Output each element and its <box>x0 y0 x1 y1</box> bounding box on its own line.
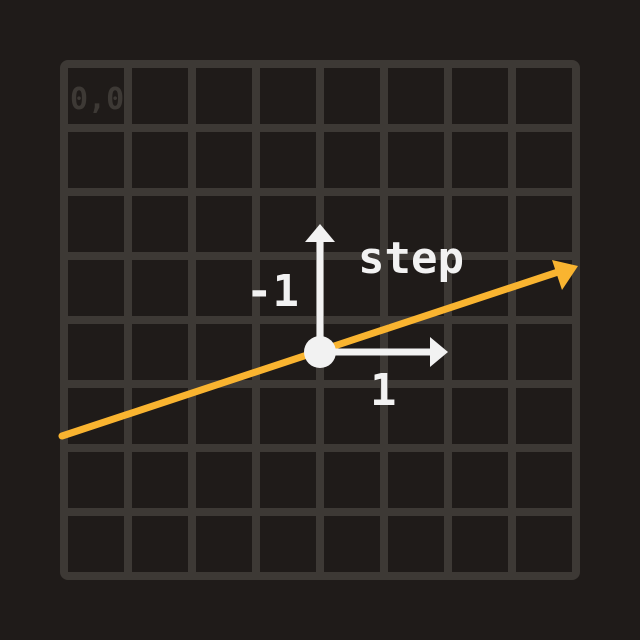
origin-label: 0,0 <box>70 82 124 117</box>
step-arrows <box>304 224 448 368</box>
step-origin-point <box>304 336 336 368</box>
line-arrowhead <box>552 260 578 290</box>
dy-arrow-head <box>305 224 335 242</box>
dy-label: -1 <box>246 266 299 317</box>
dx-label: 1 <box>370 365 397 416</box>
dx-arrow-head <box>430 337 448 367</box>
step-label: step <box>358 233 464 284</box>
